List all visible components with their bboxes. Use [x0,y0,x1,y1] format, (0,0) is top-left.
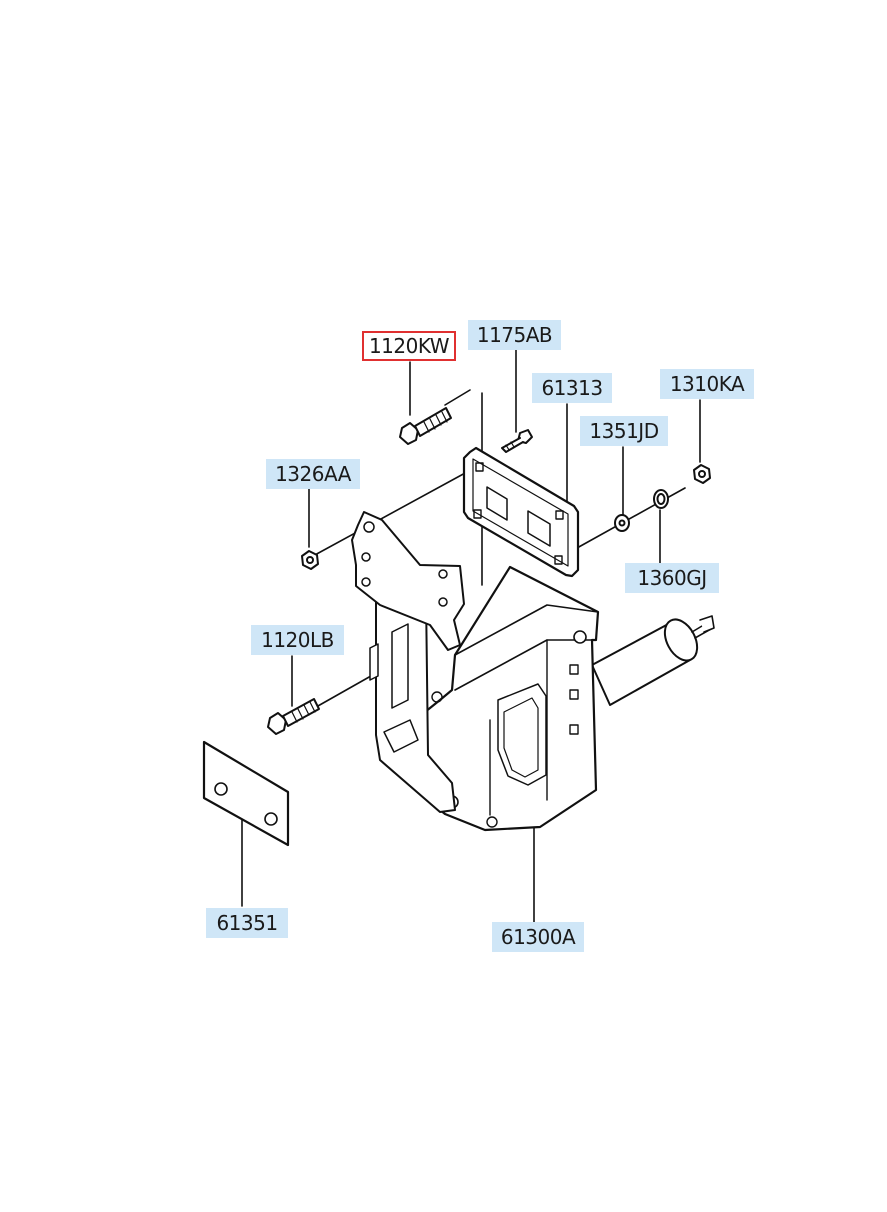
bolt-1120lb-icon [267,698,320,735]
washer-1360gj-icon [653,489,669,509]
callout-61300a[interactable]: 61300A [492,922,584,952]
pad-61351 [202,740,290,847]
mounting-plate-61313 [462,446,580,578]
bent-bracket [351,511,465,651]
nut-1310ka-icon [693,464,711,484]
callout-1351jd[interactable]: 1351JD [580,416,668,446]
washer-1351jd-icon [614,514,630,532]
bolt-1120kw-icon [399,407,452,445]
screw-1175ab-icon [501,429,533,453]
callout-1310ka[interactable]: 1310KA [660,369,754,399]
callout-1120kw[interactable]: 1120KW [362,331,456,361]
motor-cylinder [591,615,715,706]
callout-61351[interactable]: 61351 [206,908,288,938]
callout-1120lb[interactable]: 1120LB [251,625,344,655]
callout-1326aa[interactable]: 1326AA [266,459,360,489]
nut-1326aa-icon [301,550,319,570]
callout-1175ab[interactable]: 1175AB [468,320,561,350]
callout-61313[interactable]: 61313 [532,373,612,403]
callout-1360gj[interactable]: 1360GJ [625,563,719,593]
